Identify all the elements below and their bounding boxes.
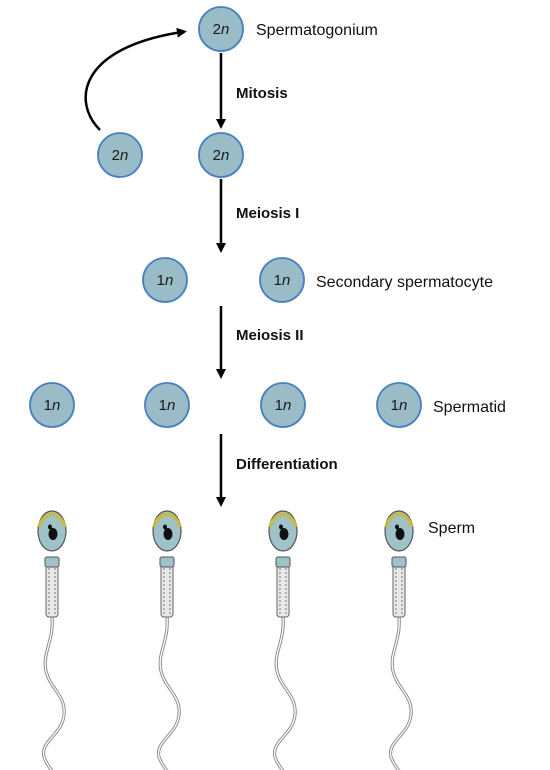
spermatogonium-label: Spermatogonium [256,22,378,39]
spermatid-label: Spermatid [433,399,506,416]
sperm-cell-icon [36,509,68,770]
renewed-spermatogonium-cell: 2n [97,132,143,178]
renewal-curved-arrow-icon [84,27,187,131]
meiosis-2-step-label: Meiosis II [236,327,304,344]
spermatid-cell: 1n [144,382,190,428]
spermatid-cell: 1n [260,382,306,428]
secondary-spermatocyte-cell: 1n [259,257,305,303]
meiosis-1-step-label: Meiosis I [236,205,299,222]
svg-text:1n: 1n [391,397,408,414]
sperm-cell-icon [151,509,183,770]
svg-text:2n: 2n [112,147,129,164]
differentiation-step-label: Differentiation [236,456,338,473]
primary-spermatocyte-cell: 2n [198,132,244,178]
svg-text:1n: 1n [159,397,176,414]
spermatid-cell: 1n [29,382,75,428]
sperm-cell-icon [267,509,299,770]
sperm-cell-icon [383,509,415,770]
svg-text:1n: 1n [275,397,292,414]
secondary-spermatocyte-label: Secondary spermatocyte [316,274,493,291]
svg-text:2n: 2n [213,21,230,38]
svg-text:1n: 1n [274,272,291,289]
svg-text:2n: 2n [213,147,230,164]
svg-text:1n: 1n [44,397,61,414]
spermatid-cell: 1n [376,382,422,428]
svg-text:1n: 1n [157,272,174,289]
mitosis-step-label: Mitosis [236,85,288,102]
secondary-spermatocyte-cell: 1n [142,257,188,303]
spermatogonium-cell: 2n [198,6,244,52]
sperm-label: Sperm [428,520,475,537]
